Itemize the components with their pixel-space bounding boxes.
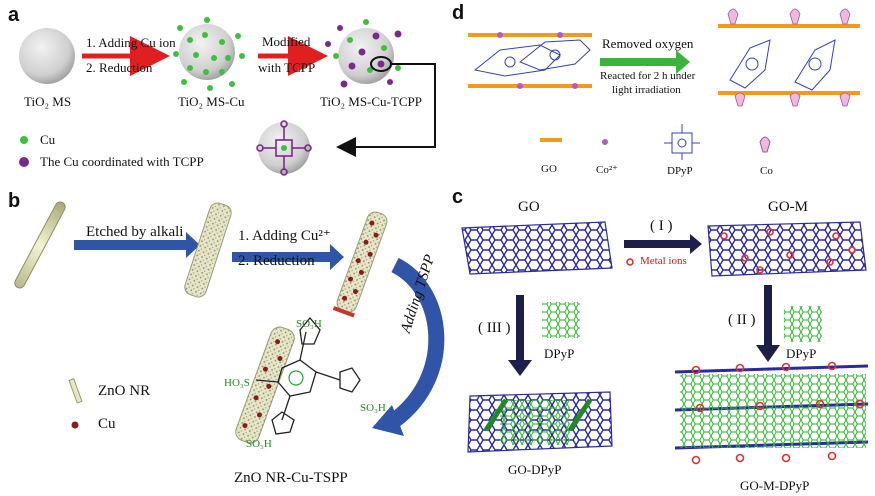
tspp-molecule (255, 316, 361, 435)
etched-nanorod (184, 202, 232, 298)
a-legend-cu: Cu (40, 132, 56, 147)
d-leg-co: Co (760, 165, 773, 177)
cu-dots (173, 17, 245, 91)
go-sheet (461, 221, 613, 275)
legend-co2-icon (602, 139, 608, 145)
a-legend-coord: The Cu coordinated with TCPP (40, 154, 204, 169)
a-step3a: Modified (262, 34, 311, 49)
b-so3h-4: SO₃H (246, 438, 272, 450)
c-dpyp2: DPyP (786, 346, 817, 361)
zno-nanorod (14, 201, 66, 289)
a-step1: 1. Adding Cu ion (86, 35, 176, 50)
dpyp-stack-1 (473, 39, 591, 77)
panel-a (19, 17, 436, 176)
metal-ions (720, 228, 856, 274)
cu-nanorod (332, 211, 388, 318)
d-arrow2b: light irradiation (612, 84, 681, 96)
d-arrow1: Removed oxygen (602, 36, 694, 51)
b-legend-cu: Cu (98, 416, 116, 432)
c-step-II: ( II ) (728, 312, 756, 328)
c-gom-dpyp: GO-M-DPyP (740, 478, 810, 493)
blue-arrow-1 (74, 232, 200, 258)
a-label2: TiO₂ MS-Cu (178, 94, 245, 109)
panel-label-b: b (8, 190, 21, 212)
legend-co-icon (759, 136, 771, 153)
product-nanorod (235, 326, 295, 444)
arrow-I (624, 234, 702, 254)
b-so3h-2: HO₃S (224, 377, 250, 389)
c-gom: GO-M (768, 199, 808, 215)
c-dpyp1: DPyP (544, 346, 575, 361)
a-step2: 2. Reduction (86, 60, 153, 75)
a-label1: TiO₂ MS (24, 94, 72, 109)
c-go: GO (518, 199, 540, 215)
tio2-sphere (19, 28, 75, 84)
dpyp-molecule-2 (784, 306, 822, 342)
b-so3h-1: SO₃H (296, 318, 322, 330)
callout-arrow (336, 63, 436, 157)
blue-arrow-2 (232, 244, 344, 270)
gom-sheet (707, 221, 867, 277)
tio2-cu-sphere (179, 24, 235, 80)
panel-d (468, 8, 860, 160)
c-metal-ions: Metal ions (640, 255, 687, 267)
panel-label-c: c (452, 186, 464, 208)
panel-label-d: d (452, 2, 465, 24)
c-step-I: ( I ) (650, 218, 673, 234)
green-arrow (600, 50, 690, 74)
b-legend-nr: ZnO NR (98, 383, 151, 399)
b-so3h-3: SO₃H (360, 402, 386, 414)
d-arrow2a: Reacted for 2 h under (600, 70, 696, 82)
legend-cu-icon (71, 421, 79, 429)
b-etched: Etched by alkali (86, 224, 184, 240)
a-label3: TiO₂ MS-Cu-TCPP (320, 94, 422, 109)
dpyp-molecule-1 (542, 302, 580, 338)
d-leg-go: GO (541, 163, 557, 175)
b-product: ZnO NR-Cu-TSPP (234, 470, 348, 486)
d-leg-dpyp: DPyP (667, 165, 693, 177)
gom-dpyp-framework (674, 361, 869, 465)
legend-nr-icon (68, 378, 83, 404)
a-step3b: with TCPP (258, 60, 316, 75)
tcpp-molecule (256, 120, 312, 176)
d-leg-co2: Co²⁺ (596, 164, 618, 176)
c-go-dpyp: GO-DPyP (508, 462, 562, 477)
legend-cu-dot (20, 136, 28, 144)
cu-tcpp-dots (325, 19, 402, 88)
panel-label-a: a (8, 4, 20, 26)
arrow-III (508, 295, 532, 376)
panel-b (14, 201, 445, 444)
arrow-II (756, 285, 780, 362)
tio2-cu-tcpp-sphere (338, 28, 394, 84)
curved-blue-arrow (389, 257, 445, 427)
metal-ion-legend (626, 258, 634, 266)
dpyp-stack-2 (729, 39, 836, 91)
b-step1: 1. Adding Cu²⁺ (238, 228, 331, 244)
legend-dpyp-icon (664, 124, 700, 160)
c-step-III: ( III ) (478, 320, 511, 336)
b-step2: 2. Reduction (238, 253, 315, 269)
panel-c (461, 221, 869, 465)
legend-coord-dot (19, 157, 29, 167)
